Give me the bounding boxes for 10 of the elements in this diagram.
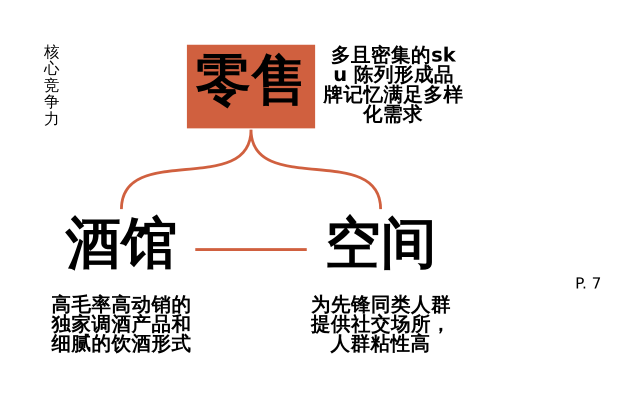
node-text: 空间	[324, 210, 437, 276]
label: P. 7	[575, 274, 602, 292]
node-box: 零售	[186, 44, 316, 128]
node-text: 酒馆	[66, 210, 178, 276]
node-label: 多且密集的sku 陈列形成品牌记忆满足多样化需求	[323, 43, 464, 125]
connector	[195, 248, 307, 250]
node-label: 为先锋同类人群提供社交场所，人群粘性高	[310, 292, 451, 355]
label: 核心竞争力	[44, 42, 60, 128]
node-label: 高毛率高动销的独家调酒产品和细腻的饮酒形式	[52, 292, 192, 355]
connector	[250, 128, 382, 209]
